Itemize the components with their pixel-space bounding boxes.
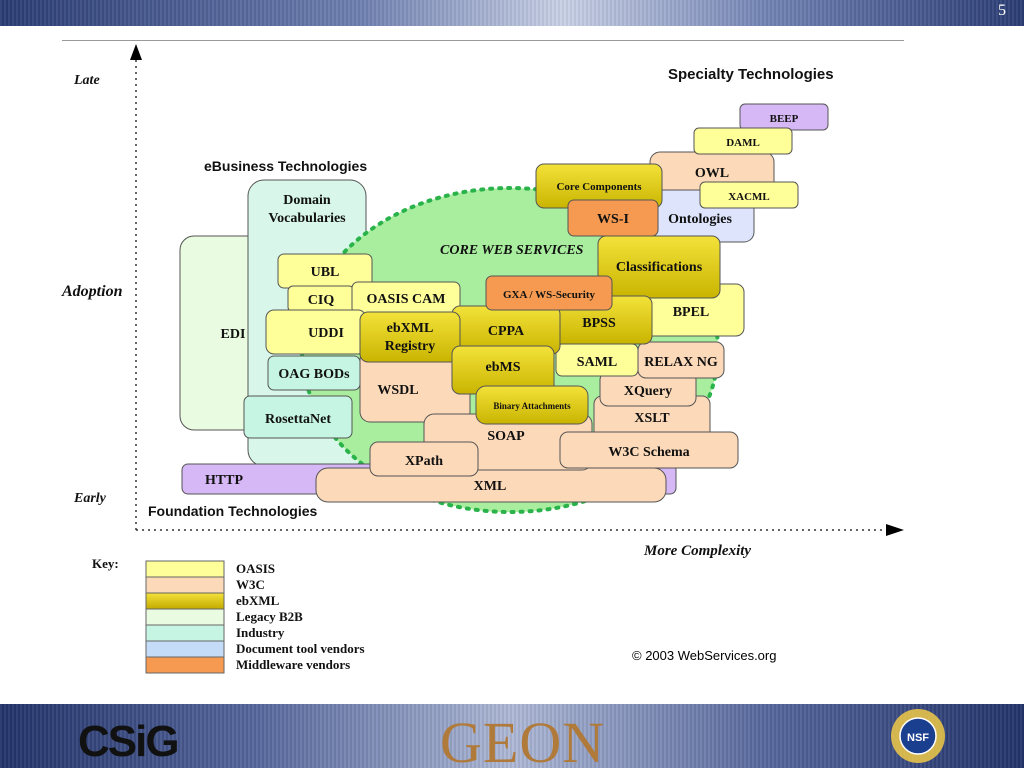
daml-label: DAML	[726, 137, 760, 149]
title-rule	[62, 40, 904, 41]
rosettanet-label: RosettaNet	[265, 412, 331, 427]
oag-bods-label: OAG BODs	[278, 367, 350, 382]
gxa-ws-security-box	[485, 275, 613, 311]
ontologies-label: Ontologies	[668, 212, 732, 227]
gxa-ws-security-label: GXA / WS-Security	[503, 289, 596, 301]
legend-label-w3c: W3C	[236, 577, 265, 592]
legend-swatch-ebxml	[145, 592, 225, 610]
xpath-label: XPath	[405, 454, 443, 469]
legend: Key: OASIS W3C ebXML Legacy B2B Industry…	[92, 556, 365, 674]
binary-attachments-box	[475, 385, 589, 425]
y-axis-label: Adoption	[61, 283, 123, 300]
http-label: HTTP	[205, 473, 244, 488]
legend-label-document-tool-vendors: Document tool vendors	[236, 641, 365, 656]
bottom-banner	[0, 704, 1024, 768]
legend-swatch-industry	[145, 624, 225, 642]
xacml-box	[699, 181, 799, 209]
core-components-label: Core Components	[556, 181, 642, 193]
ebms-label: ebMS	[486, 360, 521, 375]
wsdl-label: WSDL	[377, 383, 418, 398]
web-services-diagram: Late Adoption Early More Complexity eBus…	[61, 44, 904, 674]
legend-swatch-legacy-b2b	[145, 608, 225, 626]
core-web-services-label: CORE WEB SERVICES	[440, 243, 584, 258]
xslt-label: XSLT	[634, 411, 670, 426]
ciq-label: CIQ	[308, 293, 335, 308]
edi-label: EDI	[221, 327, 246, 342]
svg-text:NSF: NSF	[907, 732, 929, 744]
rosettanet-box	[243, 395, 353, 439]
oag-bods-box	[267, 355, 361, 391]
soap-label: SOAP	[487, 429, 525, 444]
geon-logo: GEON	[440, 710, 605, 768]
footer-logos: CSiG GEON NSF	[78, 709, 945, 768]
legend-label-industry: Industry	[236, 625, 285, 640]
foundation-label: Foundation Technologies	[148, 503, 317, 519]
bpss-label: BPSS	[582, 316, 616, 331]
legend-swatch-document-tool-vendors	[145, 640, 225, 658]
bpel-label: BPEL	[673, 305, 710, 320]
legend-label-legacy-b2b: Legacy B2B	[236, 609, 303, 624]
ebxml-registry-box	[359, 311, 461, 363]
saml-label: SAML	[577, 355, 617, 370]
legend-swatch-w3c	[145, 576, 225, 594]
specialty-label: Specialty Technologies	[668, 66, 834, 83]
ebusiness-label: eBusiness Technologies	[204, 158, 367, 174]
y-axis-late: Late	[73, 73, 100, 88]
xml-label: XML	[474, 479, 507, 494]
nsf-logo: NSF	[891, 709, 945, 763]
xpath-box	[369, 441, 479, 477]
domain-vocab-line2: Vocabularies	[268, 211, 346, 226]
legend-title: Key:	[92, 556, 119, 571]
legend-label-oasis: OASIS	[236, 561, 275, 576]
oasis-cam-label: OASIS CAM	[367, 292, 446, 307]
svg-text:GEON: GEON	[440, 710, 605, 768]
y-axis	[130, 44, 142, 530]
legend-swatch-oasis	[145, 560, 225, 578]
daml-box	[693, 127, 793, 155]
classifications-label: Classifications	[616, 260, 703, 275]
domain-vocab-line1: Domain	[283, 193, 331, 208]
classifications-box	[597, 235, 721, 299]
relaxng-label: RELAX NG	[644, 355, 718, 370]
page-number: 5	[998, 2, 1006, 19]
w3c-schema-label: W3C Schema	[608, 445, 689, 460]
ebxml-registry-line2: Registry	[385, 339, 436, 354]
ubl-label: UBL	[311, 265, 340, 280]
beep-label: BEEP	[770, 113, 799, 125]
x-axis	[136, 524, 904, 536]
top-banner	[0, 0, 1024, 26]
uddi-label: UDDI	[308, 326, 344, 341]
ws-i-label: WS-I	[597, 212, 629, 227]
ebxml-registry-line1: ebXML	[387, 321, 434, 336]
cppa-label: CPPA	[488, 324, 525, 339]
x-axis-label: More Complexity	[643, 543, 751, 559]
owl-label: OWL	[695, 166, 729, 181]
legend-swatch-middleware-vendors	[145, 656, 225, 674]
legend-label-ebxml: ebXML	[236, 593, 280, 608]
ws-i-box	[567, 199, 659, 237]
svg-text:CSiG: CSiG	[78, 717, 178, 766]
legend-label-middleware-vendors: Middleware vendors	[236, 657, 350, 672]
xquery-label: XQuery	[624, 384, 672, 399]
csig-logo: CSiG	[78, 717, 180, 766]
copyright-text: © 2003 WebServices.org	[632, 648, 777, 663]
xacml-label: XACML	[728, 191, 770, 203]
y-axis-early: Early	[73, 491, 107, 506]
w3c-schema-box	[559, 431, 739, 469]
binary-attachments-label: Binary Attachments	[493, 401, 571, 411]
